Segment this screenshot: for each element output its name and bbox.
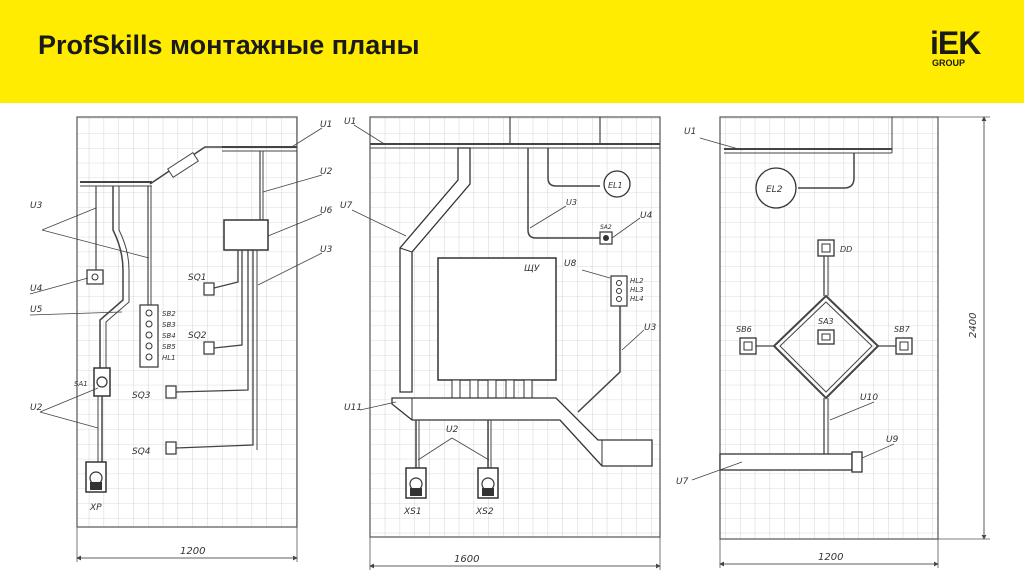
button-column-buttons [145, 309, 153, 361]
label-p1-xp: XP [89, 503, 102, 513]
button-column [139, 304, 159, 368]
label-p2-u7: U7 [340, 201, 353, 211]
label-p1-sq1: SQ1 [188, 273, 207, 283]
label-p2-xs2: XS2 [475, 507, 494, 517]
label-p3-u1: U1 [684, 127, 696, 137]
label-p1-u2-top: U2 [320, 167, 333, 177]
label-p2-u8: U8 [564, 259, 577, 269]
label-p2-sa2: SA2 [600, 224, 612, 231]
label-p3-dd: DD [840, 245, 852, 254]
label-p2-u1: U1 [344, 117, 356, 127]
label-p2-u3-right: U3 [644, 323, 657, 333]
panel-3-plan: U1 EL2 DD SA3 SB6 SB7 U10 U9 U7 1200 240… [676, 116, 990, 568]
label-p3-u7: U7 [676, 477, 689, 487]
label-p1-u3-left: U3 [30, 201, 43, 211]
label-p1-u3-right: U3 [320, 245, 333, 255]
sa3-switch [817, 329, 835, 345]
light-label-hl3: HL3 [630, 286, 644, 294]
wiring-plans-drawing: SB2 SB3 SB4 SB5 HL1 U1 U2 U6 U3 U3 U4 [29, 116, 990, 570]
label-p2-el1: EL1 [608, 181, 623, 190]
label-p2-u3-top: U3 [566, 198, 577, 207]
sq1-sensor [203, 282, 215, 296]
logo-group-text: GROUP [932, 58, 966, 68]
header-bar: ProfSkills монтажные планы iEK GROUP [0, 0, 1024, 103]
dim-p1-width: 1200 [180, 546, 205, 557]
button-label-sb4: SB4 [162, 332, 176, 340]
label-p1-u1: U1 [320, 120, 332, 130]
label-p3-sa3: SA3 [818, 317, 834, 326]
button-label-hl1: HL1 [162, 354, 176, 362]
u7-trunking [719, 453, 853, 471]
sq3-sensor [165, 385, 177, 399]
light-label-hl2: HL2 [630, 277, 644, 285]
label-p2-shu: ЩУ [524, 264, 540, 274]
u9-endcap [851, 451, 863, 473]
u7-duct [399, 147, 471, 393]
button-label-sb2: SB2 [162, 310, 176, 318]
dim-p2-width: 1600 [454, 554, 479, 565]
dim-p3-width: 1200 [818, 552, 843, 563]
label-p2-u11: U11 [344, 403, 362, 413]
dim-p3-height: 2400 [968, 313, 979, 338]
label-p2-xs1: XS1 [403, 507, 422, 517]
hl-block [610, 275, 628, 307]
panel-1-plan: SB2 SB3 SB4 SB5 HL1 U1 U2 U6 U3 U3 U4 [29, 116, 333, 562]
label-p1-sq2: SQ2 [188, 331, 207, 341]
sb6-button [739, 337, 757, 355]
u11-trunking [391, 397, 653, 467]
diamond-cable-route [772, 294, 880, 400]
sq4-sensor [165, 441, 177, 455]
label-p3-sb7: SB7 [894, 325, 911, 334]
el2-lamp [755, 167, 797, 209]
shu-panel [437, 257, 557, 381]
el1-lamp [603, 170, 631, 198]
label-p3-el2: EL2 [766, 185, 783, 195]
u6-junction-box [223, 219, 269, 251]
sb7-button [895, 337, 913, 355]
label-p1-sq3: SQ3 [132, 391, 151, 401]
slide-title: ProfSkills монтажные планы [38, 30, 420, 60]
label-p2-u4: U4 [640, 211, 653, 221]
angled-duct [149, 146, 222, 185]
light-label-hl4: HL4 [630, 295, 644, 303]
iek-logo: iEK GROUP [930, 25, 1002, 72]
button-label-sb3: SB3 [162, 321, 176, 329]
shu-outputs [451, 379, 533, 399]
sq2-sensor [203, 341, 215, 355]
label-p1-u6: U6 [320, 206, 333, 216]
label-p1-u2-bottom: U2 [30, 403, 43, 413]
panel-1-grid [76, 116, 298, 528]
label-p1-sa1: SA1 [74, 380, 88, 388]
dd-detector [817, 239, 835, 257]
logo-mark: iEK [930, 25, 981, 61]
button-label-sb5: SB5 [162, 343, 176, 351]
label-p3-sb6: SB6 [736, 325, 752, 334]
label-p3-u9: U9 [886, 435, 899, 445]
label-p1-u5: U5 [30, 305, 43, 315]
panel-2-plan: HL2 HL3 HL4 U1 U7 U3 SA2 U4 EL1 ЩУ U8 [340, 116, 661, 570]
u4-box [86, 269, 104, 285]
label-p1-u4: U4 [30, 284, 43, 294]
label-p3-u10: U10 [860, 393, 878, 403]
label-p1-sq4: SQ4 [132, 447, 151, 457]
label-p2-u2: U2 [446, 425, 459, 435]
